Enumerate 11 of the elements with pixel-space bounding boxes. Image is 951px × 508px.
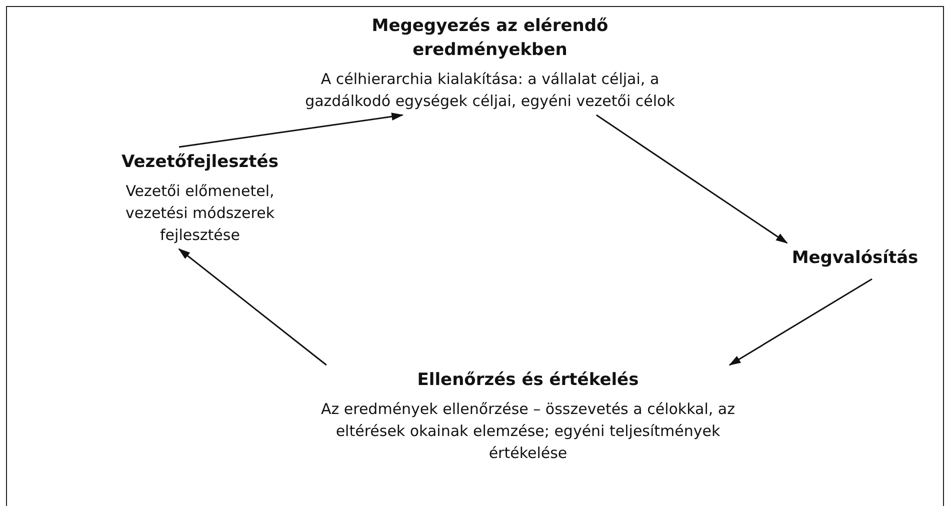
node-heading: Ellenőrzés és értékelés <box>416 369 640 392</box>
arrow <box>178 248 327 366</box>
node-heading: Megvalósítás <box>790 247 920 270</box>
node-description: A célhierarchia kialakítása: a vállalat céljai, a gazdálkodó egységek céljai, egyéni vezetői célok <box>304 69 676 112</box>
node-description: Az eredmények ellenőrzése – összevetés a célokkal, az eltérések okainak elemzése; egyéni teljesítmények értékelése <box>320 399 736 464</box>
node-description: Vezetői előmenetel, vezetési módszerek fejlesztése <box>124 181 276 246</box>
arrow <box>596 114 788 244</box>
node-heading: Vezetőfejlesztés <box>120 151 280 174</box>
arrow <box>178 112 404 148</box>
arrow <box>728 278 872 366</box>
node-heading: Megegyezés az elérendő eredményekben <box>370 15 610 62</box>
